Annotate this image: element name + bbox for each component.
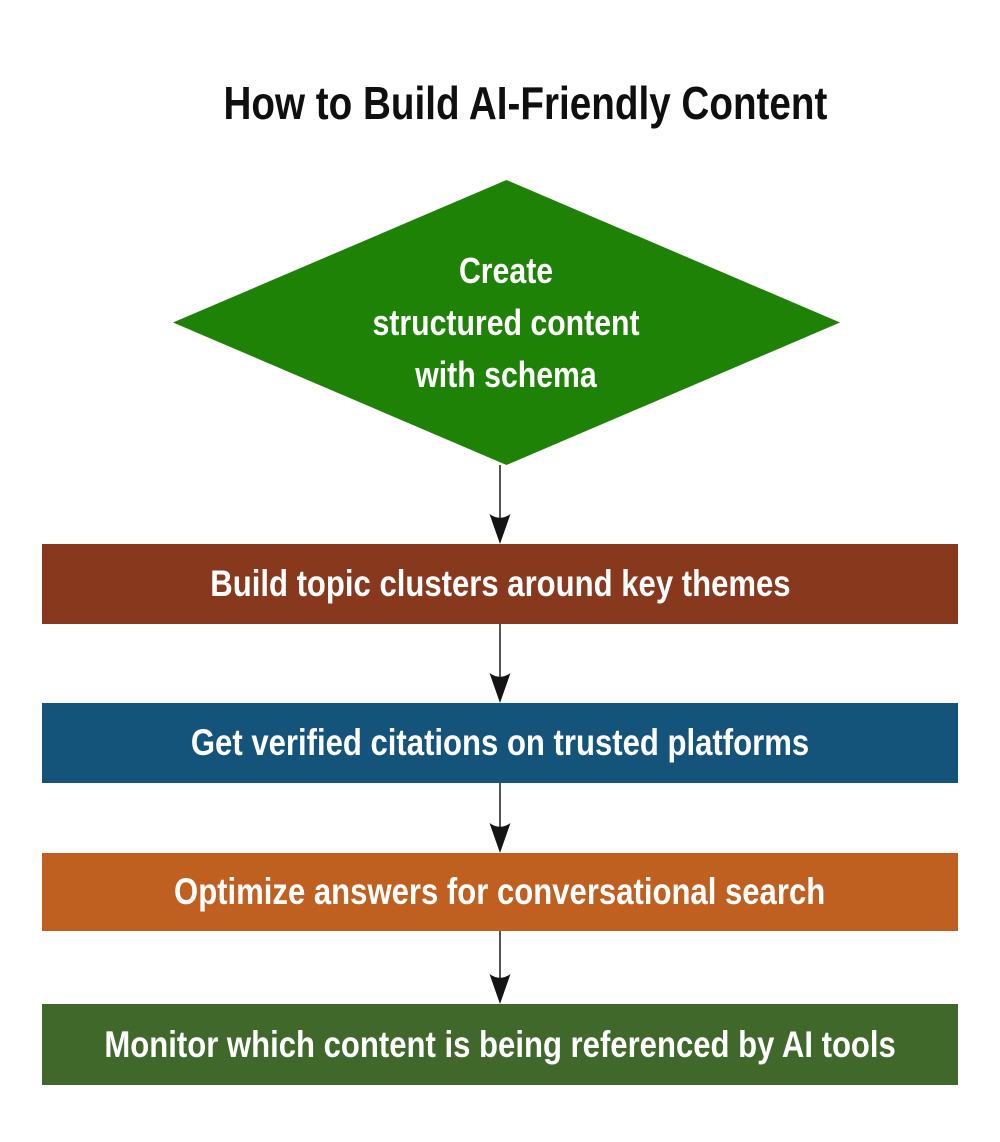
down-arrow-icon-1 [489,465,511,544]
page-title-text: How to Build AI-Friendly Content [223,77,827,129]
step-bar-monitor-content-references: Monitor which content is being reference… [42,1004,958,1085]
step-bar-optimize-answers: Optimize answers for conversational sear… [42,853,958,931]
down-arrow-icon-3 [489,783,511,853]
diamond-label-line-3: with schema [415,353,598,395]
down-arrow-icon-2 [489,624,511,703]
diamond-node-create-structured-content: Create structured content with schema [173,180,840,465]
step-label-4: Monitor which content is being reference… [104,1023,896,1065]
page-title: How to Build AI-Friendly Content [0,76,1000,130]
step-label-3: Optimize answers for conversational sear… [174,871,826,912]
down-arrow-icon-4 [489,931,511,1004]
step-label-2: Get verified citations on trusted platfo… [190,722,810,763]
step-bar-get-verified-citations: Get verified citations on trusted platfo… [42,703,958,783]
diamond-label-line-2: structured content [372,301,641,343]
step-bar-build-topic-clusters: Build topic clusters around key themes [42,544,958,624]
step-label-1: Build topic clusters around key themes [209,563,791,604]
diamond-label-line-1: Create [459,249,554,291]
diamond-label: Create structured content with schema [347,245,665,401]
